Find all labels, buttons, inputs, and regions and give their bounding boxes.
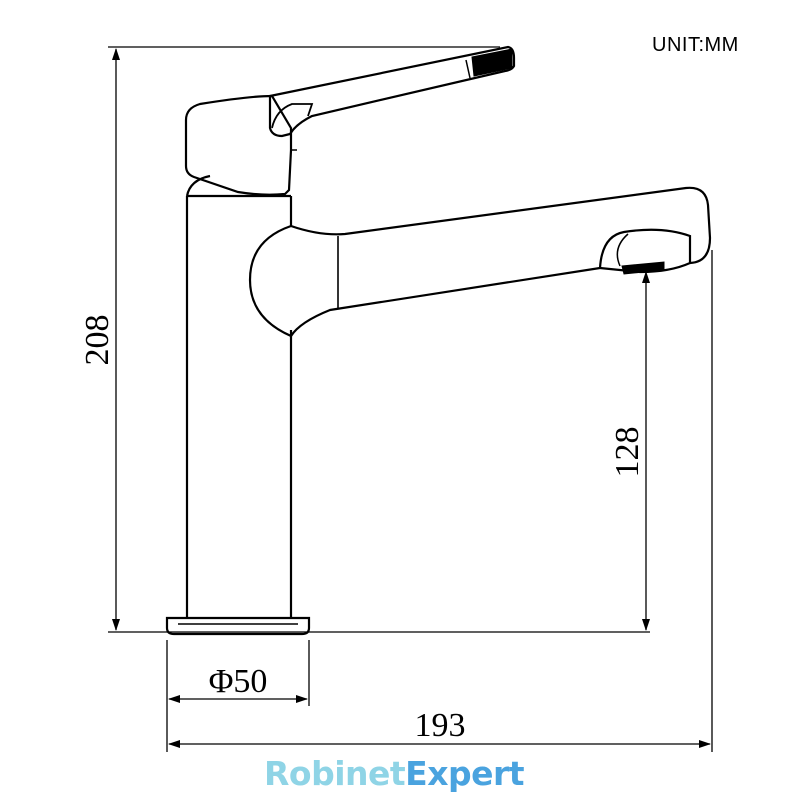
lever-grip: [471, 48, 513, 77]
label-base-diameter: Φ50: [209, 663, 268, 700]
spout-upper-edge: [290, 186, 712, 265]
label-spout-height: 128: [609, 427, 646, 478]
aerator-tip: [621, 261, 665, 275]
handle-body: [184, 94, 293, 196]
label-total-height: 208: [79, 315, 116, 366]
spout-lower-edge: [290, 266, 601, 337]
label-total-length: 193: [415, 707, 466, 744]
unit-label: UNIT:MM: [652, 34, 739, 56]
dimension-lines: [108, 46, 713, 752]
aerator-inner: [616, 233, 629, 267]
base-plate: [165, 616, 311, 636]
lever-joint: [271, 103, 314, 129]
brand-name-part1: Robinet: [264, 754, 406, 793]
swivel-hub: [248, 224, 292, 338]
lever-grip-line: [465, 59, 471, 79]
cartridge-dome: [185, 174, 211, 197]
lever: [268, 45, 516, 138]
brand-watermark: RobinetExpert: [264, 754, 525, 793]
brand-name-part2: Expert: [405, 754, 525, 793]
faucet-outline: [165, 45, 712, 636]
